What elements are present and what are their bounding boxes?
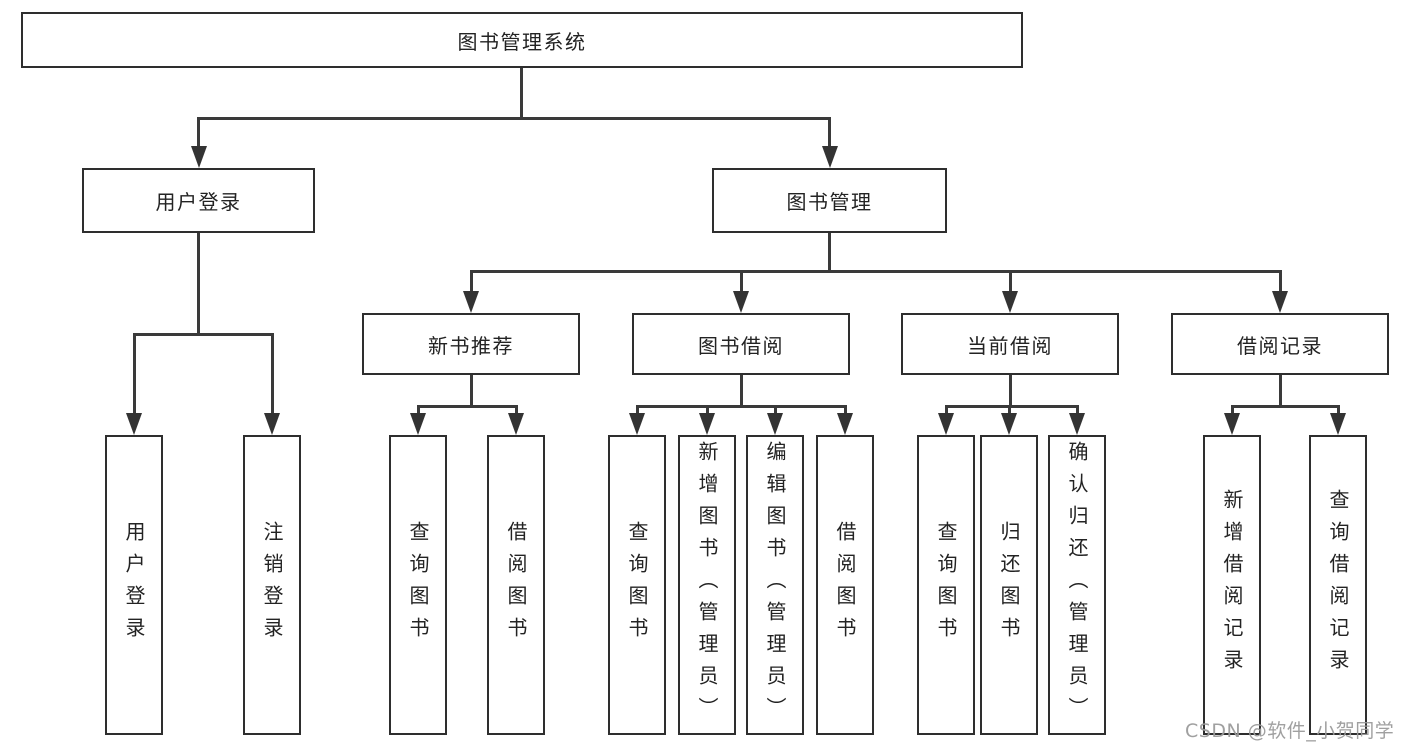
node-new-book-recommend-label: 新书推荐 — [428, 333, 514, 358]
arrow-down-icon — [629, 413, 645, 435]
leaf-add-borrow-record: 新增借阅记录 — [1203, 435, 1261, 735]
leaf-query-book-1-label: 查询图书 — [406, 521, 430, 649]
leaf-query-book-3-label: 查询图书 — [934, 521, 958, 649]
leaf-query-borrow-record: 查询借阅记录 — [1309, 435, 1367, 735]
connector-user-login-branch — [132, 333, 274, 336]
arrow-down-icon — [410, 413, 426, 435]
leaf-borrow-book-1-label: 借阅图书 — [504, 521, 528, 649]
connector-drop-line — [416, 405, 420, 417]
leaf-query-book-2: 查询图书 — [608, 435, 666, 735]
node-book-management: 图书管理 — [712, 168, 947, 233]
arrow-down-icon — [767, 413, 783, 435]
leaf-query-book-3: 查询图书 — [917, 435, 975, 735]
node-book-management-label: 图书管理 — [786, 190, 873, 214]
arrow-down-icon — [837, 413, 853, 435]
connector-l3-stem — [739, 375, 743, 408]
connector-drop-line — [1278, 270, 1282, 295]
connector-l3-stem — [1008, 375, 1012, 408]
arrow-down-icon — [264, 413, 280, 435]
connector-l3-branch — [416, 405, 518, 408]
node-new-book-recommend: 新书推荐 — [362, 313, 580, 375]
arrow-down-icon — [733, 291, 749, 313]
connector-book-mgmt-stem — [828, 233, 831, 273]
connector-drop-line — [828, 117, 831, 150]
leaf-borrow-book-1: 借阅图书 — [487, 435, 545, 735]
connector-drop-line — [944, 405, 948, 417]
node-user-login-label: 用户登录 — [155, 190, 242, 214]
connector-drop-line — [739, 270, 743, 295]
node-root: 图书管理系统 — [21, 12, 1023, 68]
leaf-borrow-book-2-label: 借阅图书 — [833, 521, 857, 649]
connector-drop-line — [1230, 405, 1234, 417]
arrow-down-icon — [190, 146, 207, 168]
connector-l3-branch — [1230, 405, 1340, 408]
leaf-add-book-admin-label: 新增图书（管理员） — [695, 441, 719, 729]
leaf-user-login: 用户登录 — [105, 435, 163, 735]
connector-drop-line — [773, 405, 777, 417]
connector-l3-stem — [469, 375, 473, 408]
connector-l3-stem — [1278, 375, 1282, 408]
node-borrow-record-label: 借阅记录 — [1237, 333, 1323, 358]
leaf-logout-label: 注销登录 — [260, 521, 284, 649]
arrow-down-icon — [126, 413, 142, 435]
connector-drop-line — [1008, 270, 1012, 295]
connector-book-mgmt-branch — [469, 270, 1282, 273]
arrow-down-icon — [1001, 413, 1017, 435]
connector-drop-line — [514, 405, 518, 417]
node-user-login: 用户登录 — [82, 168, 315, 233]
leaf-query-book-1: 查询图书 — [389, 435, 447, 735]
arrow-down-icon — [1224, 413, 1240, 435]
connector-drop-line — [1075, 405, 1079, 417]
connector-root-branch — [197, 117, 831, 120]
connector-drop-line — [843, 405, 847, 417]
leaf-return-book-label: 归还图书 — [997, 521, 1021, 649]
arrow-down-icon — [1002, 291, 1018, 313]
leaf-return-book: 归还图书 — [980, 435, 1038, 735]
connector-drop-line — [1007, 405, 1011, 417]
node-root-label: 图书管理系统 — [457, 29, 587, 54]
arrow-down-icon — [1330, 413, 1346, 435]
connector-drop-line — [197, 117, 200, 150]
leaf-edit-book-admin: 编辑图书（管理员） — [746, 435, 804, 735]
leaf-add-borrow-record-label: 新增借阅记录 — [1220, 489, 1244, 681]
leaf-confirm-return-admin-label: 确认归还（管理员） — [1065, 441, 1089, 729]
arrow-down-icon — [1069, 413, 1085, 435]
node-current-borrow: 当前借阅 — [901, 313, 1119, 375]
leaf-query-book-2-label: 查询图书 — [625, 521, 649, 649]
connector-drop-line — [705, 405, 709, 417]
node-borrow-record: 借阅记录 — [1171, 313, 1389, 375]
connector-root-stem — [520, 68, 523, 120]
connector-user-login-stem — [197, 233, 200, 336]
connector-drop-line — [270, 333, 274, 415]
connector-l3-branch — [944, 405, 1079, 408]
arrow-down-icon — [821, 146, 838, 168]
leaf-confirm-return-admin: 确认归还（管理员） — [1048, 435, 1106, 735]
arrow-down-icon — [463, 291, 479, 313]
leaf-edit-book-admin-label: 编辑图书（管理员） — [763, 441, 787, 729]
leaf-query-borrow-record-label: 查询借阅记录 — [1326, 489, 1350, 681]
node-book-borrow-label: 图书借阅 — [698, 333, 784, 358]
arrow-down-icon — [699, 413, 715, 435]
leaf-add-book-admin: 新增图书（管理员） — [678, 435, 736, 735]
arrow-down-icon — [938, 413, 954, 435]
arrow-down-icon — [1272, 291, 1288, 313]
connector-drop-line — [132, 333, 136, 415]
leaf-user-login-label: 用户登录 — [122, 521, 146, 649]
node-book-borrow: 图书借阅 — [632, 313, 850, 375]
connector-l3-branch — [635, 405, 847, 408]
csdn-watermark: CSDN @软件_小贺同学 — [1185, 720, 1395, 742]
leaf-logout: 注销登录 — [243, 435, 301, 735]
leaf-borrow-book-2: 借阅图书 — [816, 435, 874, 735]
arrow-down-icon — [508, 413, 524, 435]
node-current-borrow-label: 当前借阅 — [967, 333, 1053, 358]
connector-drop-line — [1336, 405, 1340, 417]
connector-drop-line — [635, 405, 639, 417]
connector-drop-line — [469, 270, 473, 295]
